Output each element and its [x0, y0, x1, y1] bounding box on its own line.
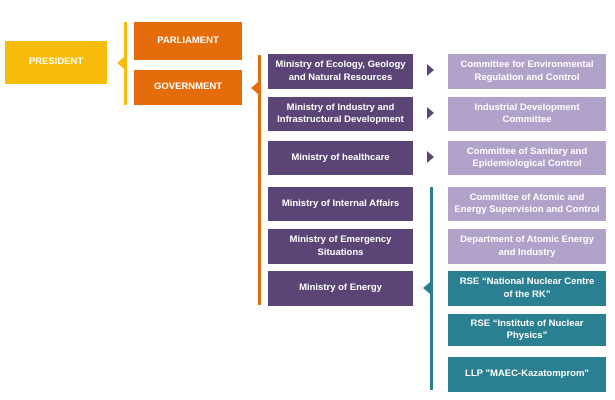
ministry-emergency-box: Ministry of Emergency Situations — [268, 229, 413, 264]
org-nuclear-physics-box: RSE “Institute of Nuclear Physics” — [448, 314, 606, 346]
president-box: PRESIDENT — [5, 41, 107, 84]
department-atomic-box: Department of Atomic Energy and Industry — [448, 229, 606, 264]
president-connector-line — [124, 22, 127, 105]
committee-industrial-box: Industrial Development Committee — [448, 97, 606, 131]
org-kazatomprom-box: LLP "MAEC-Kazatomprom" — [448, 357, 606, 392]
government-arrow-icon — [251, 82, 258, 94]
energy-connector-line — [430, 187, 433, 390]
ecology-arrow-icon — [427, 64, 434, 76]
committee-atomic-box: Committee of Atomic and Energy Supervisi… — [448, 187, 606, 221]
ministry-internal-affairs-box: Ministry of Internal Affairs — [268, 187, 413, 221]
ministry-energy-box: Ministry of Energy — [268, 271, 413, 306]
energy-arrow-icon — [423, 282, 430, 294]
government-connector-line — [258, 55, 261, 305]
ministry-healthcare-box: Ministry of healthcare — [268, 141, 413, 175]
org-nuclear-centre-box: RSE “National Nuclear Centre of the RK” — [448, 271, 606, 306]
ministry-ecology-box: Ministry of Ecology, Geology and Natural… — [268, 54, 413, 89]
parliament-box: PARLIAMENT — [134, 22, 242, 60]
industry-arrow-icon — [427, 107, 434, 119]
government-box: GOVERNMENT — [134, 70, 242, 105]
president-arrow-icon — [117, 57, 124, 69]
ministry-industry-box: Ministry of Industry and Infrastructural… — [268, 97, 413, 131]
healthcare-arrow-icon — [427, 151, 434, 163]
committee-environmental-box: Committee for Environmental Regulation a… — [448, 54, 606, 89]
committee-sanitary-box: Committee of Sanitary and Epidemiologica… — [448, 141, 606, 175]
